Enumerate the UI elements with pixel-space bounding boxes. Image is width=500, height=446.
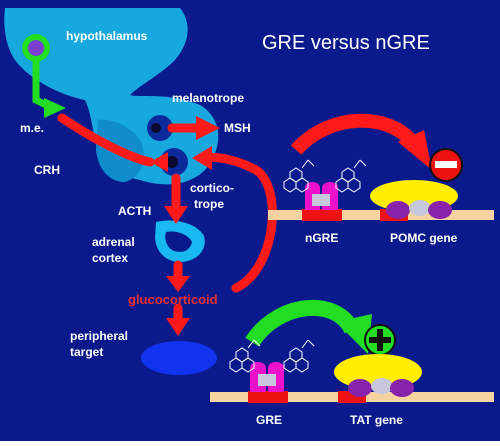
label-glucocorticoid: glucocorticoid [128, 292, 218, 307]
steroid-glyph-lower-left [229, 339, 261, 373]
peripheral-target-shape [141, 341, 217, 375]
repression-arrow [290, 113, 420, 155]
minus-icon [435, 161, 457, 168]
neuron-terminal [44, 98, 66, 118]
msh-arrowhead [196, 116, 220, 140]
label-acth: ACTH [118, 204, 151, 218]
label-crh: CRH [34, 163, 60, 177]
label-melanotrope: melanotrope [172, 91, 244, 105]
label-target: target [70, 345, 103, 359]
neuron-nucleus [28, 40, 44, 56]
melanotrope-nucleus [151, 123, 161, 133]
pomc-gray-factor [409, 200, 431, 216]
label-adrenal: adrenal [92, 235, 135, 249]
pomc-purple-factor-b [428, 201, 452, 219]
tat-purple-factor-a [348, 379, 372, 397]
label-trope: trope [194, 197, 224, 211]
diagram-title: GRE versus nGRE [262, 32, 430, 54]
pomc-purple-factor-a [386, 201, 410, 219]
label-me: m.e. [20, 121, 44, 135]
glucocorticoid-arrowhead [166, 318, 190, 336]
steroid-glyph-lower-right [283, 339, 315, 373]
adrenal-medulla [165, 231, 192, 252]
label-hypothalamus: hypothalamus [66, 29, 148, 43]
crh-arrow [57, 113, 155, 167]
steroid-glyph-upper-right [335, 159, 367, 193]
label-cortex: cortex [92, 251, 128, 265]
plus-icon-v [377, 329, 383, 351]
adrenal-arrowhead [166, 276, 190, 292]
ngre-receptor-core [312, 194, 330, 206]
label-gre: GRE [256, 413, 282, 427]
activation-arrowhead [336, 314, 372, 354]
label-msh: MSH [224, 121, 251, 135]
repression-arrowhead [398, 130, 432, 170]
feedback-arrowhead [192, 146, 212, 170]
gre-site [248, 391, 288, 403]
label-cortico: cortico- [190, 181, 234, 195]
steroid-glyph-upper-left [283, 159, 315, 193]
label-pomc-gene: POMC gene [390, 231, 458, 245]
label-tat-gene: TAT gene [350, 413, 403, 427]
acth-arrowhead [164, 206, 188, 224]
label-ngre: nGRE [305, 231, 338, 245]
crh-arrowhead [150, 152, 168, 172]
corticotrope-nucleus [166, 156, 178, 168]
feedback-arrow [200, 153, 277, 293]
ngre-site [302, 209, 342, 221]
gre-receptor-core [258, 374, 276, 386]
tat-purple-factor-b [390, 379, 414, 397]
hypothalamus-shape [4, 8, 219, 185]
label-peripheral: peripheral [70, 329, 128, 343]
tat-gray-factor [371, 378, 393, 394]
